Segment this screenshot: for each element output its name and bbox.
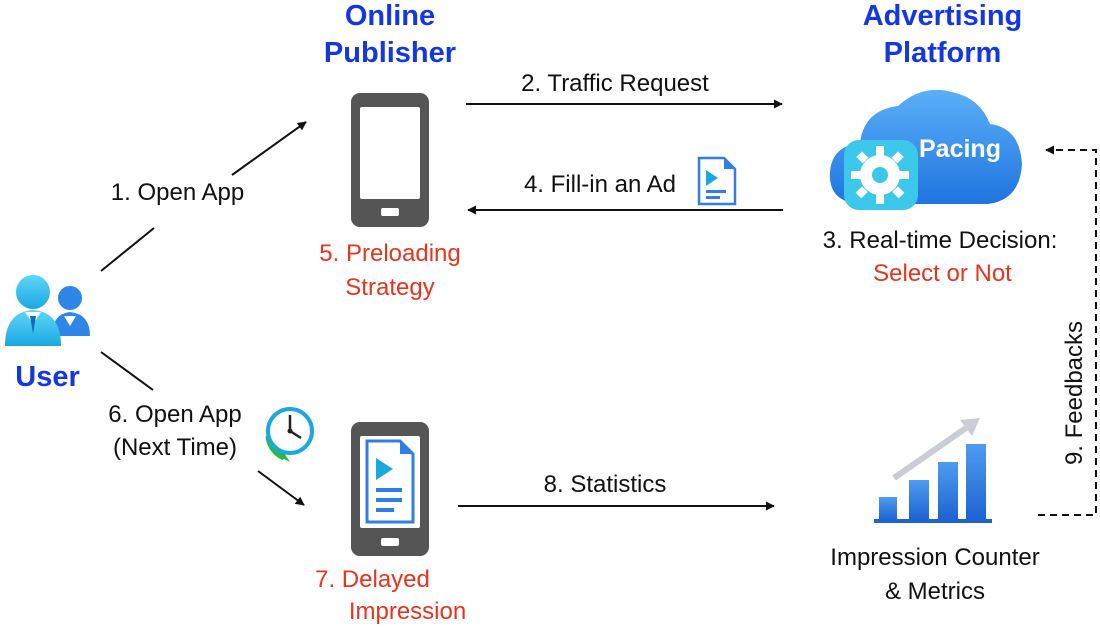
- platform-title-line2: Platform: [883, 37, 1002, 69]
- bar-chart-icon: [874, 418, 992, 523]
- edge-open-app-next-line1: 6. Open App: [108, 401, 242, 428]
- delayed-impression-line1: 7. Delayed: [315, 566, 430, 593]
- gear-icon: [844, 140, 918, 210]
- phone-with-ad-icon: [351, 422, 429, 556]
- edge-traffic-request: 2. Traffic Request: [521, 70, 709, 97]
- counter-line2: & Metrics: [884, 578, 985, 605]
- edge-feedbacks: 9. Feedbacks: [1061, 320, 1088, 466]
- publisher-title-line1: Online: [344, 0, 436, 32]
- document-icon: [697, 156, 737, 206]
- preloading-strategy-line2: Strategy: [345, 274, 435, 301]
- user-group-icon: [5, 275, 90, 346]
- counter-line1: Impression Counter: [830, 544, 1040, 571]
- arrow-open-app-next: [100, 351, 154, 391]
- clock-icon: [265, 407, 314, 462]
- delayed-impression-line2: Impression: [348, 598, 467, 625]
- edge-fill-in-ad: 4. Fill-in an Ad: [523, 171, 677, 198]
- decision-line1: 3. Real-time Decision:: [822, 227, 1058, 254]
- arrow-open-app: [100, 227, 155, 272]
- pacing-label: Pacing: [919, 135, 1001, 163]
- edge-open-app: 1. Open App: [110, 179, 245, 206]
- publisher-title-line2: Publisher: [323, 37, 457, 69]
- preloading-strategy-line1: 5. Preloading: [319, 240, 461, 267]
- user-label: User: [15, 361, 80, 393]
- decision-line2: Select or Not: [873, 260, 1012, 287]
- edge-statistics: 8. Statistics: [543, 471, 667, 498]
- arrow-feedbacks: [1038, 145, 1097, 516]
- arrow-open-app-head: [231, 121, 307, 176]
- platform-title-line1: Advertising: [862, 0, 1023, 32]
- phone-icon: [351, 93, 429, 227]
- edge-open-app-next-line2: (Next Time): [112, 434, 237, 461]
- arrow-open-app-next-head: [257, 470, 305, 506]
